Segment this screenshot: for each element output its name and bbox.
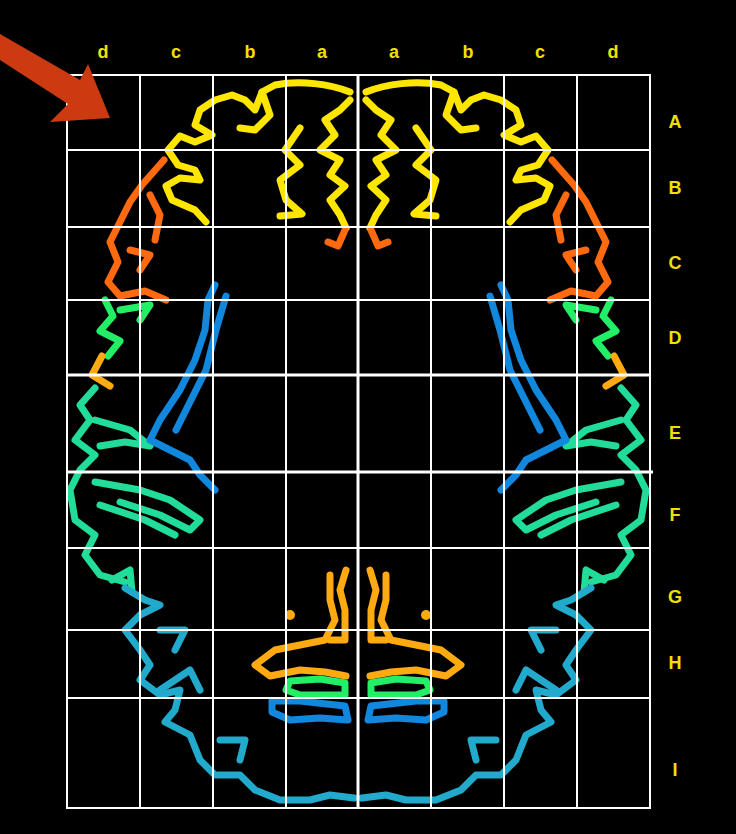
row-label: C bbox=[669, 254, 682, 272]
column-label: b bbox=[463, 43, 474, 61]
column-label: d bbox=[608, 43, 619, 61]
column-label: c bbox=[535, 43, 545, 61]
row-label: E bbox=[669, 424, 681, 442]
row-label: A bbox=[669, 113, 682, 131]
row-label: I bbox=[672, 761, 677, 779]
column-label: b bbox=[245, 43, 256, 61]
column-label: d bbox=[98, 43, 109, 61]
row-label: H bbox=[669, 654, 682, 672]
row-label: D bbox=[669, 329, 682, 347]
row-label: F bbox=[670, 506, 681, 524]
pointer-arrow bbox=[0, 34, 110, 122]
column-label: a bbox=[389, 43, 399, 61]
row-label: G bbox=[668, 588, 682, 606]
grid bbox=[67, 75, 653, 808]
column-label: a bbox=[317, 43, 327, 61]
column-label: c bbox=[171, 43, 181, 61]
row-label: B bbox=[669, 179, 682, 197]
